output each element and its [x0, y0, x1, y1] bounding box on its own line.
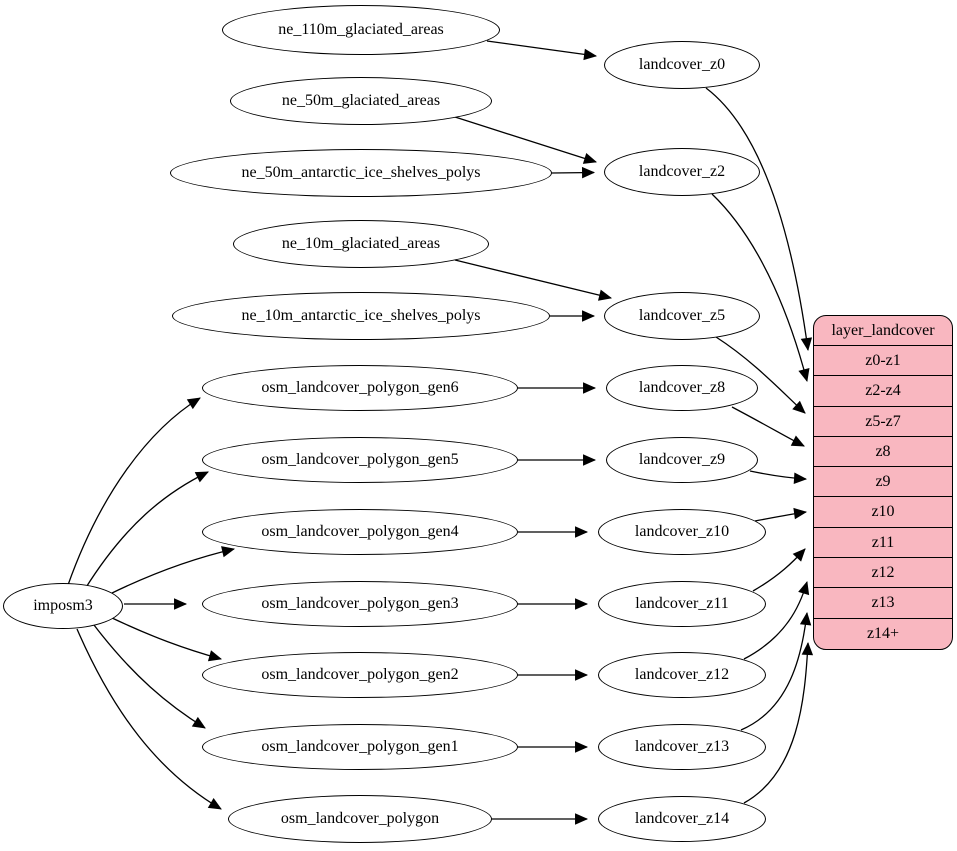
- record-row-z11: z11: [814, 528, 952, 559]
- node-label: ne_110m_glaciated_areas: [278, 21, 444, 38]
- edge-z2-row: [711, 193, 810, 383]
- node-label: osm_landcover_polygon_gen4: [261, 523, 459, 540]
- node-label: landcover_z10: [634, 523, 730, 540]
- edge-z9-row: [749, 470, 808, 484]
- node-ne-50m-glaciated-areas: ne_50m_glaciated_areas: [230, 77, 492, 125]
- node-label: osm_landcover_polygon: [280, 810, 440, 827]
- edge-ne110m-z0: [486, 40, 598, 61]
- node-ne-10m-antarctic-ice-shelves-polys: ne_10m_antarctic_ice_shelves_polys: [172, 292, 550, 340]
- node-osm-landcover-polygon-gen1: osm_landcover_polygon_gen1: [202, 724, 518, 770]
- node-osm-landcover-polygon-gen3: osm_landcover_polygon_gen3: [202, 581, 518, 627]
- node-osm-landcover-polygon-gen4: osm_landcover_polygon_gen4: [202, 509, 518, 555]
- node-landcover-z11: landcover_z11: [598, 581, 766, 627]
- node-label: ne_10m_glaciated_areas: [281, 235, 441, 252]
- node-label: osm_landcover_polygon_gen2: [261, 666, 459, 683]
- node-label: imposm3: [33, 597, 93, 614]
- record-row-z10: z10: [814, 497, 952, 528]
- node-landcover-z13: landcover_z13: [598, 724, 766, 770]
- edge-imposm3-gen4: [109, 546, 236, 595]
- node-landcover-z2: landcover_z2: [604, 148, 760, 196]
- node-label: landcover_z8: [638, 379, 726, 396]
- record-row-z2-z4: z2-z4: [814, 376, 952, 407]
- record-row-z13: z13: [814, 588, 952, 619]
- node-label: landcover_z5: [638, 307, 726, 324]
- node-label: ne_50m_antarctic_ice_shelves_polys: [241, 164, 481, 181]
- edge-z12-row: [743, 581, 810, 660]
- node-label: landcover_z0: [638, 56, 726, 73]
- node-label: landcover_z12: [634, 666, 730, 683]
- record-row-z8: z8: [814, 437, 952, 468]
- node-landcover-z12: landcover_z12: [598, 652, 766, 698]
- node-landcover-z14: landcover_z14: [598, 796, 766, 842]
- node-landcover-z0: landcover_z0: [604, 41, 760, 89]
- node-osm-landcover-polygon-gen2: osm_landcover_polygon_gen2: [202, 652, 518, 698]
- edge-imposm3-gen5: [84, 471, 209, 590]
- edge-imposm3-gen1: [93, 624, 206, 729]
- node-label: ne_10m_antarctic_ice_shelves_polys: [241, 307, 481, 324]
- record-title: layer_landcover: [814, 316, 952, 346]
- node-osm-landcover-polygon-gen6: osm_landcover_polygon_gen6: [202, 365, 518, 411]
- edge-ne50m-antarctic-z2: [551, 166, 596, 179]
- record-row-z5-z7: z5-z7: [814, 407, 952, 437]
- edge-ne50m-glaciated-z2: [454, 116, 597, 164]
- record-row-z14plus: z14+: [866, 624, 900, 642]
- record-row-z12: z12: [814, 558, 952, 589]
- node-label: landcover_z13: [634, 738, 730, 755]
- node-landcover-z10: landcover_z10: [598, 509, 766, 555]
- node-landcover-z5: landcover_z5: [604, 292, 760, 340]
- node-label: osm_landcover_polygon_gen6: [261, 379, 459, 396]
- node-ne-50m-antarctic-ice-shelves-polys: ne_50m_antarctic_ice_shelves_polys: [170, 149, 552, 197]
- node-label: landcover_z2: [638, 163, 726, 180]
- node-ne-10m-glaciated-areas: ne_10m_glaciated_areas: [233, 220, 489, 268]
- edge-z8-row: [731, 406, 805, 447]
- edge-z5-row: [715, 336, 806, 414]
- node-landcover-z8: landcover_z8: [606, 365, 758, 411]
- node-label: osm_landcover_polygon_gen3: [261, 595, 459, 612]
- edge-ne10m-glaciated-z5: [454, 259, 613, 301]
- node-label: landcover_z11: [635, 595, 729, 612]
- edge-z11-row: [752, 548, 806, 592]
- node-imposm3: imposm3: [3, 583, 123, 629]
- record-row-z9: z9: [814, 467, 952, 498]
- node-osm-landcover-polygon: osm_landcover_polygon: [228, 795, 492, 843]
- edge-z0-row: [705, 87, 813, 352]
- node-osm-landcover-polygon-gen5: osm_landcover_polygon_gen5: [202, 437, 518, 483]
- edge-z10-row: [754, 507, 808, 522]
- edge-imposm3-gen6: [67, 397, 201, 586]
- edge-z14-row: [743, 641, 814, 804]
- node-label: ne_50m_glaciated_areas: [281, 92, 441, 109]
- edge-z13-row: [740, 611, 812, 731]
- node-landcover-z9: landcover_z9: [606, 437, 758, 483]
- node-label: osm_landcover_polygon_gen1: [261, 738, 459, 755]
- node-label: landcover_z9: [638, 451, 726, 468]
- record-layer-landcover: layer_landcover z0-z1 z2-z4 z5-z7 z8 z9 …: [813, 315, 953, 650]
- edge-imposm3-polygon: [76, 628, 222, 810]
- node-label: landcover_z14: [634, 810, 730, 827]
- record-row-z0-z1: z0-z1: [814, 346, 952, 377]
- edge-imposm3-gen2: [109, 616, 223, 662]
- node-label: osm_landcover_polygon_gen5: [261, 451, 459, 468]
- node-ne-110m-glaciated-areas: ne_110m_glaciated_areas: [222, 5, 500, 55]
